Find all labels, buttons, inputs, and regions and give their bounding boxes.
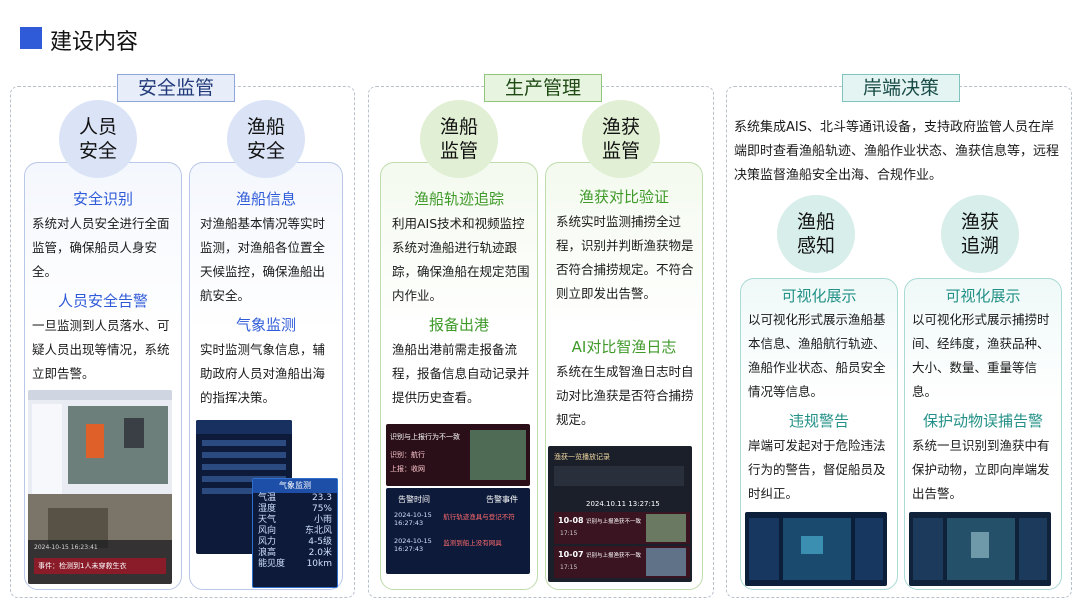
screenshot-caption: 事件：检测到1人未穿救生衣 bbox=[34, 558, 166, 574]
block-text: 系统实时监测捕捞全过程，识别并判断渔获物是否符合捕捞规定。不符合则立即发出告警。 bbox=[556, 214, 694, 301]
screenshot-catch-log: 渔获一览播放记录 2024.10.11 13:27:15 10-08 17:15… bbox=[548, 446, 692, 582]
circle-vessel-safety: 渔船安全 bbox=[227, 100, 305, 178]
weather-panel-title: 气象监测 bbox=[253, 479, 337, 493]
screenshot-track-alert: 识别与上报行为不一致 识别：航行 上报：收网 bbox=[386, 424, 530, 486]
section-title-production: 生产管理 bbox=[484, 74, 602, 102]
circle-vessel-supervision: 渔船监管 bbox=[420, 100, 498, 178]
block-text: 实时监测气象信息，辅助政府人员对渔船出海的指挥决策。 bbox=[200, 342, 326, 405]
block-text: 岸端可发起对于危险违法行为的警告，督促船员及时纠正。 bbox=[748, 438, 886, 501]
section-title-shore: 岸端决策 bbox=[842, 74, 960, 102]
circle-catch-trace: 渔获追溯 bbox=[941, 195, 1019, 273]
screenshot-vessel-dashboard bbox=[745, 512, 887, 586]
block-text: 对渔船基本情况等实时监测，对渔船各位置全天候监控，确保渔船出航安全。 bbox=[200, 216, 326, 303]
circle-catch-supervision: 渔获监管 bbox=[582, 100, 660, 178]
block-text: 一旦监测到人员落水、可疑人员出现等情况，系统立即告警。 bbox=[32, 318, 170, 381]
block-text: 渔船出港前需走报备流程，报备信息自动记录并提供历史查看。 bbox=[392, 342, 530, 405]
block-title: 可视化展示 bbox=[945, 287, 1021, 305]
block-text: 以可视化形式展示渔船基本信息、渔船航行轨迹、渔船作业状态、船员安全情况等信息。 bbox=[748, 312, 886, 399]
block-text: 系统一旦识别到渔获中有保护动物，立即向岸端发出告警。 bbox=[912, 438, 1050, 501]
block-title: 人员安全告警 bbox=[57, 292, 148, 310]
block-title: 保护动物误捕告警 bbox=[922, 412, 1043, 430]
block-text: 系统对人员安全进行全面监管，确保船员人身安全。 bbox=[32, 216, 170, 279]
block-title: 渔船轨迹追踪 bbox=[413, 190, 504, 208]
catch-log-timestamp: 2024.10.11 13:27:15 bbox=[586, 500, 660, 508]
screenshot-personnel-monitoring: 2024-10-15 16:23:41 事件：检测到1人未穿救生衣 bbox=[28, 390, 172, 584]
block-title: 报备出港 bbox=[428, 316, 489, 334]
screenshot-time: 2024-10-15 16:23:41 bbox=[34, 544, 98, 551]
block-title: 渔船信息 bbox=[235, 190, 296, 208]
circle-personnel-safety: 人员安全 bbox=[59, 100, 137, 178]
catch-log-title: 渔获一览播放记录 bbox=[554, 453, 610, 461]
title-marker bbox=[20, 27, 42, 49]
block-title: AI对比智渔日志 bbox=[571, 338, 677, 356]
section-intro: 系统集成AIS、北斗等通讯设备，支持政府监管人员在岸端即时查看渔船轨迹、渔船作业… bbox=[734, 120, 1060, 183]
block-title: 可视化展示 bbox=[781, 287, 857, 305]
block-text: 以可视化形式展示捕捞时间、经纬度，渔获品种、大小、数量、重量等信息。 bbox=[912, 312, 1050, 399]
block-text: 系统在生成智渔日志时自动对比渔获是否符合捕捞规定。 bbox=[556, 364, 694, 427]
screenshot-catch-dashboard bbox=[909, 512, 1051, 586]
block-title: 渔获对比验证 bbox=[578, 188, 669, 206]
section-title-safety: 安全监管 bbox=[117, 74, 235, 102]
block-title: 气象监测 bbox=[235, 316, 296, 334]
block-title: 安全识别 bbox=[72, 190, 133, 208]
alert-table: 告警时间告警事件 2024-10-15 16:27:43 航行轨迹渔具与登记不符… bbox=[386, 488, 530, 574]
block-title: 违规警告 bbox=[788, 412, 849, 430]
page-title: 建设内容 bbox=[50, 30, 139, 55]
circle-vessel-perception: 渔船感知 bbox=[777, 195, 855, 273]
alert-title: 识别与上报行为不一致 bbox=[390, 433, 460, 441]
block-text: 利用AIS技术和视频监控系统对渔船进行轨迹跟踪，确保渔船在规定范围内作业。 bbox=[392, 216, 530, 303]
